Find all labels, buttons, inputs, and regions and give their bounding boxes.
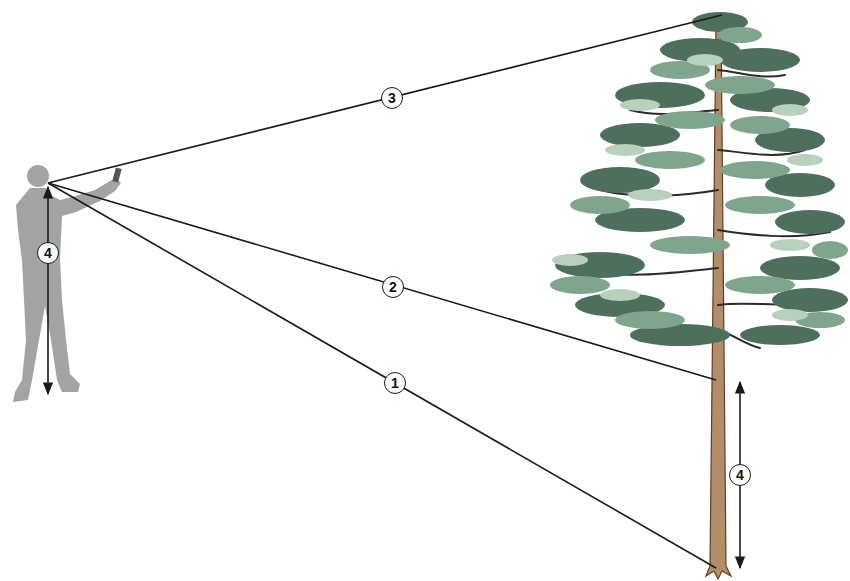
callout-number: 4 <box>37 242 59 264</box>
callout-number: 1 <box>384 372 406 394</box>
callout-number: 4 <box>729 464 751 486</box>
callout-number: 2 <box>382 276 404 298</box>
callout-number: 3 <box>381 87 403 109</box>
tree <box>550 12 848 579</box>
sight-lines <box>48 15 722 568</box>
height-arrows <box>48 187 740 568</box>
